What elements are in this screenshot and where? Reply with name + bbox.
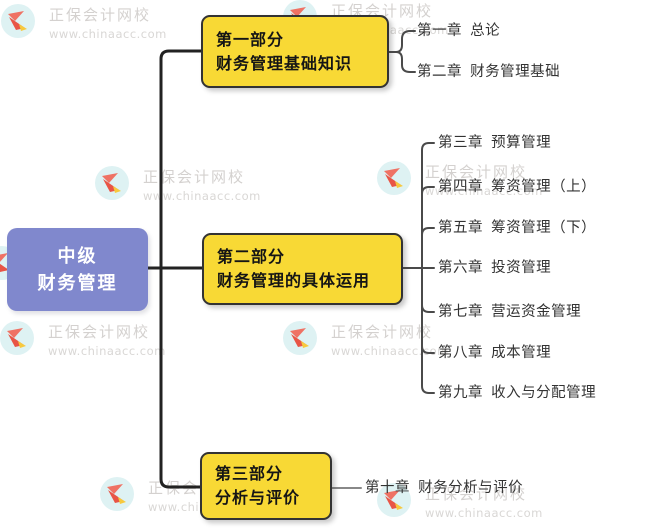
watermark-url: www.chinaacc.com <box>425 506 543 520</box>
root-node-line2: 财务管理 <box>37 272 118 294</box>
chinaacc-logo-icon <box>1 4 35 38</box>
part1-title: 第一部分 <box>216 29 285 49</box>
chinaacc-logo-icon <box>100 477 134 511</box>
part3-subtitle: 分析与评价 <box>215 488 301 507</box>
root-node: 中级 财务管理 <box>7 228 148 311</box>
chinaacc-logo-icon <box>377 161 411 195</box>
chapter-node-5: 第五章 筹资管理（下） <box>438 220 597 236</box>
branch-part2-ch5 <box>421 227 435 236</box>
branch-part1-ch2 <box>395 51 416 73</box>
watermark-brand: 正保会计网校 <box>49 6 152 24</box>
part1-subtitle: 财务管理基础知识 <box>216 53 353 73</box>
chinaacc-logo-icon <box>95 166 129 200</box>
root-node-line1: 中级 <box>57 245 98 267</box>
part2-node: 第二部分 财务管理的具体运用 <box>202 233 403 305</box>
branch-part2-ch7 <box>421 304 435 313</box>
watermark-brand: 正保会计网校 <box>48 323 151 341</box>
trunk-line <box>159 49 203 489</box>
chapter-node-2: 第二章 财务管理基础 <box>417 64 561 80</box>
watermark-url: www.chinaacc.com <box>331 344 449 358</box>
watermark-url: www.chinaacc.com <box>425 184 543 198</box>
watermark-brand: 正保会计网校 <box>425 485 528 503</box>
watermark-url: www.chinaacc.com <box>143 189 261 203</box>
branch-part2-ch8 <box>421 345 435 354</box>
watermark-brand: 正保会计网校 <box>425 163 528 181</box>
chapter-node-1: 第一章 总论 <box>417 23 501 39</box>
part2-subtitle: 财务管理的具体运用 <box>217 271 371 290</box>
chinaacc-logo-icon <box>0 321 34 355</box>
watermark-brand: 正保会计网校 <box>143 168 246 186</box>
part3-node: 第三部分 分析与评价 <box>200 452 332 520</box>
branch-part2-ch3 <box>421 142 435 269</box>
branch-part1-ch1 <box>388 30 416 53</box>
chinaacc-logo-icon <box>377 483 411 517</box>
chapter-node-3: 第三章 预算管理 <box>438 135 552 151</box>
chapter-node-9: 第九章 收入与分配管理 <box>438 385 597 401</box>
part2-title: 第二部分 <box>217 247 286 266</box>
branch-part2-ch4 <box>421 186 435 195</box>
chapter-node-10: 第十章 财务分析与评价 <box>365 480 524 496</box>
part1-node: 第一部分 财务管理基础知识 <box>201 15 389 88</box>
chinaacc-logo-icon <box>283 321 317 355</box>
watermark-brand: 正保会计网校 <box>331 323 434 341</box>
watermark-url: www.chinaacc.com <box>49 27 167 41</box>
watermark-url: www.chinaacc.com <box>48 344 166 358</box>
branch-part2-ch9 <box>421 267 435 394</box>
part3-title: 第三部分 <box>215 464 284 483</box>
chapter-node-6: 第六章 投资管理 <box>438 260 552 276</box>
chapter-node-7: 第七章 营运资金管理 <box>438 304 582 320</box>
chapter-node-4: 第四章 筹资管理（上） <box>438 179 597 195</box>
chapter-node-8: 第八章 成本管理 <box>438 345 552 361</box>
